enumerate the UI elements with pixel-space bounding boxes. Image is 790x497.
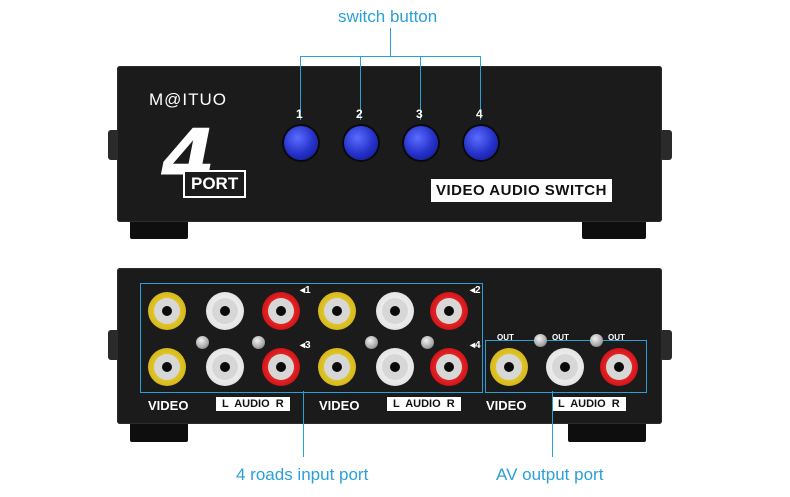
audio-label-group-1: L AUDIO R [216, 397, 290, 411]
out-label-video: OUT [497, 333, 514, 342]
input-2-audio-left-jack[interactable] [376, 292, 414, 330]
switch-button-4[interactable] [464, 126, 498, 160]
input-3-audio-left-jack[interactable] [206, 348, 244, 386]
button-number-2: 2 [356, 107, 363, 121]
out-label-audio-right: OUT [608, 333, 625, 342]
output-group-outline [485, 340, 647, 393]
panel-screw [590, 334, 603, 347]
video-label-group-1: VIDEO [148, 398, 189, 413]
callout-line [552, 391, 553, 457]
button-number-1: 1 [296, 107, 303, 121]
output-port-callout: AV output port [496, 465, 604, 484]
port-word-badge: PORT [183, 170, 247, 198]
out-label-audio-left: OUT [552, 333, 569, 342]
side-knob [660, 130, 672, 160]
channel-marker-4: ◂4 [470, 340, 481, 351]
callout-line [390, 28, 391, 56]
callout-line [360, 56, 361, 120]
output-audio-left-jack[interactable] [546, 348, 584, 386]
input-2-video-jack[interactable] [318, 292, 356, 330]
panel-screw [421, 336, 434, 349]
callout-line [480, 56, 481, 120]
callout-line [420, 56, 421, 120]
input-4-audio-left-jack[interactable] [376, 348, 414, 386]
input-4-video-jack[interactable] [318, 348, 356, 386]
input-3-video-jack[interactable] [148, 348, 186, 386]
switch-button-3[interactable] [404, 126, 438, 160]
audio-label-group-2: L AUDIO R [387, 397, 461, 411]
side-knob [660, 330, 672, 360]
switch-button-1[interactable] [284, 126, 318, 160]
button-number-3: 3 [416, 107, 423, 121]
input-1-video-jack[interactable] [148, 292, 186, 330]
input-1-audio-right-jack[interactable] [262, 292, 300, 330]
brand-logo: M@ITUO [149, 90, 228, 109]
callout-line [303, 391, 304, 457]
switch-button-callout: switch button [338, 7, 438, 26]
switch-button-2[interactable] [344, 126, 378, 160]
input-group-outline [140, 283, 483, 393]
channel-marker-3: ◂3 [300, 340, 311, 351]
output-video-jack[interactable] [490, 348, 528, 386]
audio-label-output: L AUDIO R [552, 397, 626, 411]
video-audio-switch-plate: VIDEO AUDIO SWITCH [431, 179, 612, 202]
output-audio-right-jack[interactable] [600, 348, 638, 386]
channel-marker-1: ◂1 [300, 285, 311, 296]
panel-screw [365, 336, 378, 349]
input-2-audio-right-jack[interactable] [430, 292, 468, 330]
panel-screw [252, 336, 265, 349]
panel-screw [196, 336, 209, 349]
callout-line [300, 56, 301, 120]
panel-screw [534, 334, 547, 347]
input-4-audio-right-jack[interactable] [430, 348, 468, 386]
video-label-output: VIDEO [486, 398, 527, 413]
front-panel: M@ITUO 4 PORT VIDEO AUDIO SWITCH [117, 66, 662, 222]
input-3-audio-right-jack[interactable] [262, 348, 300, 386]
button-number-4: 4 [476, 107, 483, 121]
input-port-callout: 4 roads input port [236, 465, 369, 484]
callout-line [300, 56, 481, 57]
channel-marker-2: ◂2 [470, 285, 481, 296]
input-1-audio-left-jack[interactable] [206, 292, 244, 330]
video-label-group-2: VIDEO [319, 398, 360, 413]
